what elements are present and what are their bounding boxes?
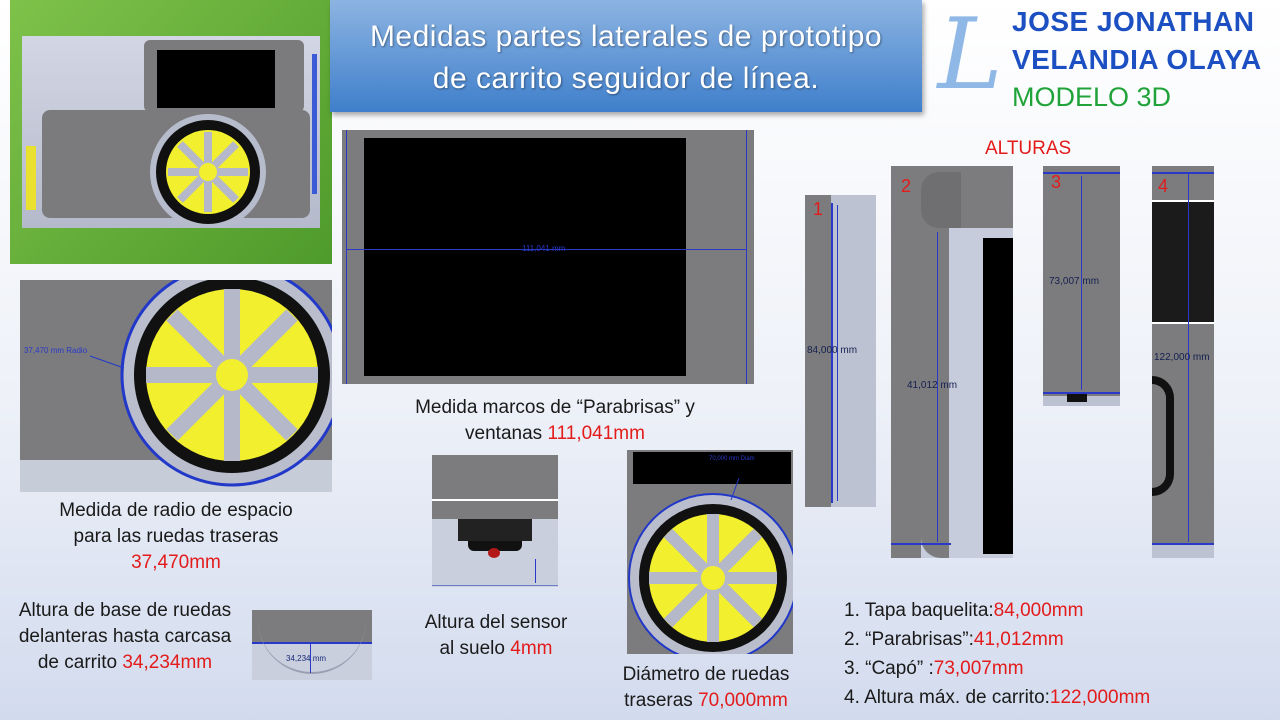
heights-list: 1. Tapa baquelita:84,000mm 2. “Parabrisa… [844, 596, 1264, 712]
height-panel-4-number: 4 [1158, 176, 1169, 196]
sensor-panel [432, 455, 558, 587]
height-panel-1-dim: 84,000 mm [807, 345, 858, 356]
height-panel-3: 3 73,007 mm [1043, 166, 1120, 406]
wheel-radius-value: 37,470mm [131, 552, 221, 573]
heights-list-item: 1. Tapa baquelita:84,000mm [844, 600, 1084, 621]
windshield-caption: Medida marcos de “Parabrisas” y ventanas… [370, 395, 740, 447]
rear-diameter-panel: 70,000 mm Diám [627, 450, 793, 654]
model-preview-frame [10, 0, 332, 264]
front-base-dim-label: 34,234 mm [286, 654, 327, 663]
wheel-radius-caption: Medida de radio de espacio para las rued… [20, 498, 332, 576]
title-line-1: Medidas partes laterales de prototipo [369, 20, 883, 53]
height-panel-4: 4 122,000 mm [1152, 166, 1214, 558]
heights-list-item: 3. “Capó” :73,007mm [844, 658, 1024, 679]
author-name-1: JOSE JONATHAN [1012, 6, 1255, 37]
rear-diameter-caption-line1: Diámetro de ruedas [622, 664, 790, 685]
wheel-radius-panel: 37,470 mm Radio [20, 280, 332, 492]
sensor-caption-line2: al suelo [439, 638, 505, 659]
front-base-caption-line2: delanteras hasta carcasa [18, 626, 232, 647]
model-preview [22, 36, 320, 228]
sensor-value: 4mm [510, 638, 553, 659]
windshield-caption-line1: Medida marcos de “Parabrisas” y [415, 397, 695, 418]
wheel-radius-caption-line2: para las ruedas traseras [73, 526, 279, 547]
title-banner: Medidas partes laterales de prototipo de… [330, 0, 922, 112]
height-panel-1-number: 1 [813, 199, 824, 219]
front-base-caption-line3: de carrito [37, 652, 118, 673]
sensor-caption-line1: Altura del sensor [424, 612, 568, 633]
height-panel-2-number: 2 [901, 176, 912, 196]
heights-title: ALTURAS [985, 138, 1072, 159]
rear-diameter-caption: Diámetro de ruedas traseras 70,000mm [592, 662, 820, 714]
height-panel-3-dim: 73,007 mm [1049, 276, 1100, 287]
author-name-2: VELANDIA OLAYA [1012, 44, 1262, 75]
windshield-value: 111,041mm [547, 423, 645, 444]
author-logo: L [937, 0, 1003, 112]
windshield-panel: 111,041 mm [342, 130, 754, 384]
front-base-panel: 34,234 mm [252, 610, 372, 680]
heights-list-item: 4. Altura máx. de carrito:122,000mm [844, 687, 1151, 708]
wheel-radius-drawing [20, 280, 332, 492]
front-base-caption-line1: Altura de base de ruedas [18, 600, 232, 621]
wheel-radius-dim-label: 37,470 mm Radio [24, 346, 88, 355]
windshield-dim-label: 111,041 mm [522, 244, 566, 253]
title-line-2: de carrito seguidor de línea. [432, 62, 820, 95]
heights-list-item: 2. “Parabrisas”:41,012mm [844, 629, 1064, 650]
front-base-caption: Altura de base de ruedas delanteras hast… [0, 598, 250, 676]
height-panel-1: 1 84,000 mm [805, 195, 876, 507]
model-label: MODELO 3D [1012, 82, 1172, 112]
sensor-caption: Altura del sensor al suelo 4mm [400, 610, 592, 662]
rear-diameter-value: 70,000mm [698, 690, 788, 711]
height-panel-4-dim: 122,000 mm [1154, 352, 1210, 363]
wheel-radius-caption-line1: Medida de radio de espacio [59, 500, 293, 521]
height-panel-2: 2 41,012 mm [891, 166, 1013, 558]
rear-diameter-dim-label: 70,000 mm Diám [709, 456, 755, 462]
rear-diameter-drawing [628, 477, 793, 654]
height-panel-2-dim: 41,012 mm [907, 380, 958, 391]
front-base-value: 34,234mm [122, 652, 213, 673]
rear-diameter-caption-line2: traseras [624, 690, 693, 711]
car-side-drawing [26, 40, 317, 228]
windshield-caption-line2: ventanas [465, 423, 543, 444]
height-panel-3-number: 3 [1051, 172, 1062, 192]
